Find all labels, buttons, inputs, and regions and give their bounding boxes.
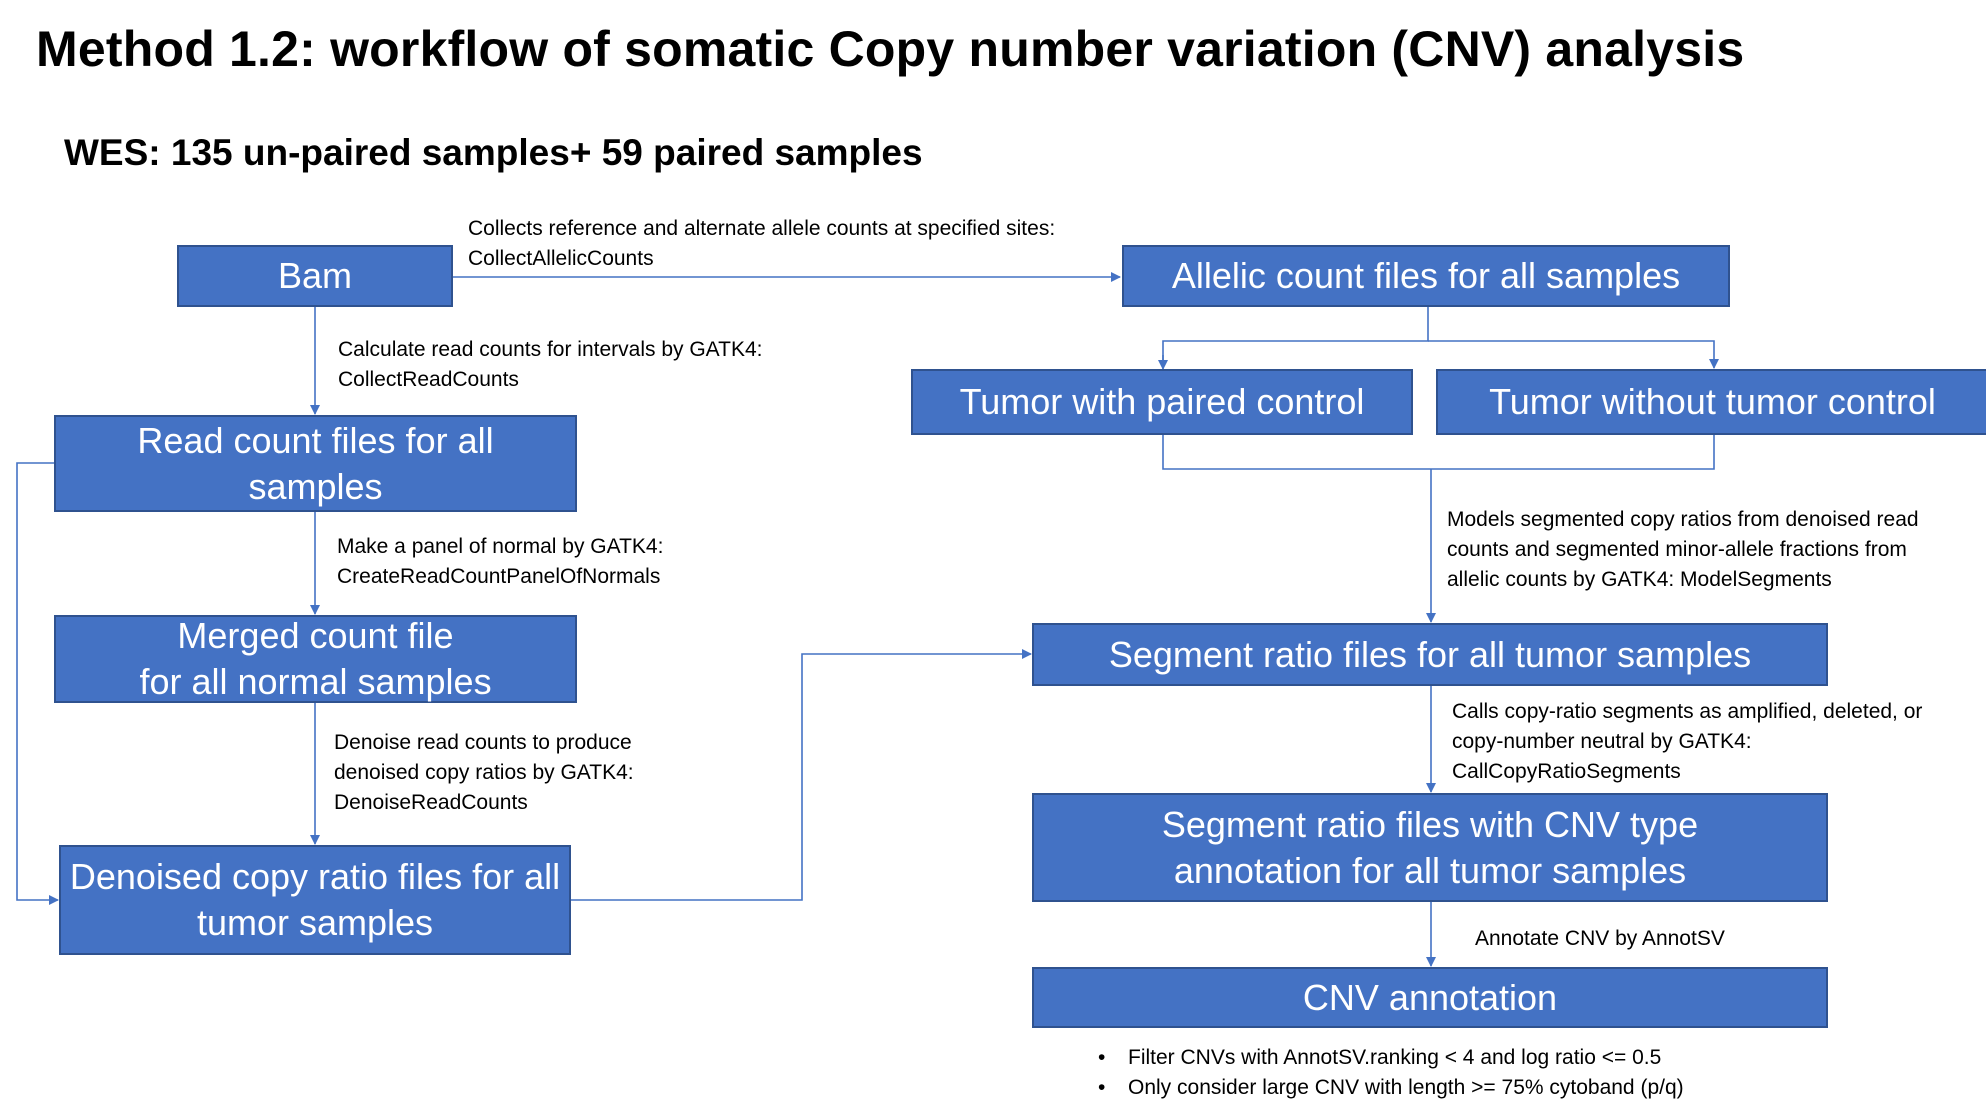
arrow-readcount-to-denoised: [16, 462, 59, 905]
filter-note-item: •Filter CNVs with AnnotSV.ranking < 4 an…: [1098, 1043, 1684, 1073]
cnv-annotation-box: CNV annotation: [1032, 967, 1828, 1028]
arrow-join: [1162, 435, 1715, 470]
note-call-segments: Calls copy-ratio segments as amplified, …: [1452, 700, 1923, 783]
page-title: Method 1.2: workflow of somatic Copy num…: [36, 21, 1745, 77]
allelic-count-box: Allelic count files for all samples: [1122, 245, 1730, 307]
note-collect-read: Calculate read counts for intervals by G…: [338, 338, 763, 391]
segment-ratio-box: Segment ratio files for all tumor sample…: [1032, 623, 1828, 686]
denoised-ratio-box: Denoised copy ratio files for all tumor …: [59, 845, 571, 955]
filter-notes: •Filter CNVs with AnnotSV.ranking < 4 an…: [1098, 1043, 1684, 1103]
bullet-icon: •: [1098, 1046, 1106, 1069]
arrow-fork-right: [1428, 340, 1719, 369]
bullet-icon: •: [1098, 1076, 1106, 1099]
bam-box: Bam: [177, 245, 453, 307]
page-subtitle: WES: 135 un-paired samples+ 59 paired sa…: [64, 132, 923, 173]
note-denoise: Denoise read counts to produce denoised …: [334, 731, 634, 814]
note-annotate: Annotate CNV by AnnotSV: [1475, 927, 1725, 950]
segment-cnv-type-box: Segment ratio files with CNV type annota…: [1032, 793, 1828, 902]
arrow-allelic-fork: [1162, 307, 1429, 368]
merged-count-box: Merged count file for all normal samples: [54, 615, 577, 703]
arrow-denoised-to-segment: [571, 649, 1032, 901]
tumor-unpaired-box: Tumor without tumor control: [1436, 369, 1986, 435]
note-model-segments: Models segmented copy ratios from denois…: [1447, 508, 1919, 591]
read-count-box: Read count files for all samples: [54, 415, 577, 512]
note-collect-allelic: Collects reference and alternate allele …: [468, 217, 1056, 270]
tumor-paired-box: Tumor with paired control: [911, 369, 1413, 435]
note-panel-of-normals: Make a panel of normal by GATK4: CreateR…: [337, 535, 664, 588]
filter-note-item: • Only consider large CNV with length >=…: [1098, 1073, 1684, 1103]
